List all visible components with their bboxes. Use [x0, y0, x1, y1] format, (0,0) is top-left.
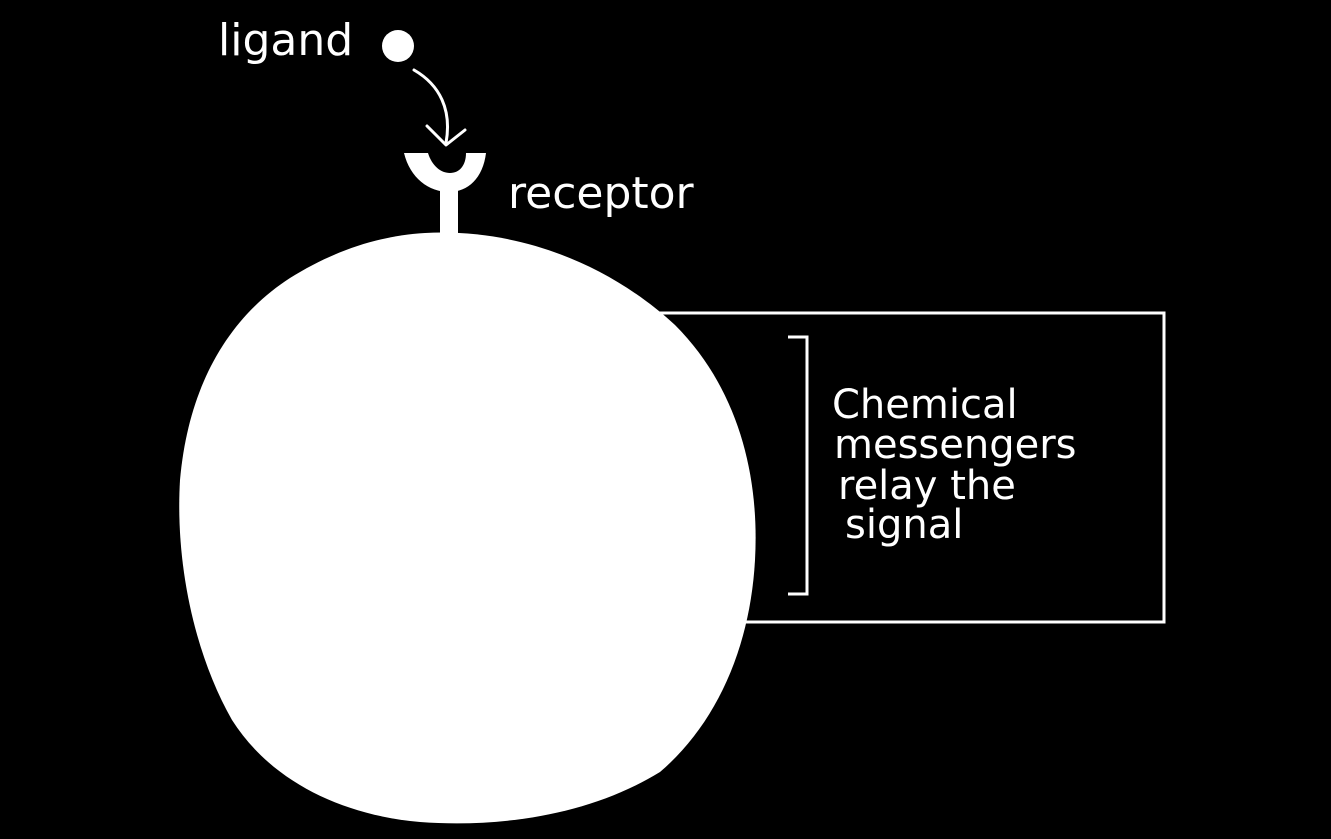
cell-body — [179, 232, 756, 824]
receptor-cup — [404, 153, 486, 192]
binding-arrow — [412, 68, 449, 145]
callout-box — [650, 311, 1166, 624]
annotation-line-4: signal — [845, 502, 963, 548]
annotation-line-3: relay the — [838, 463, 1016, 509]
receptor-label: receptor — [508, 168, 695, 219]
annotation-bracket — [788, 335, 809, 596]
annotation-line-1: Chemical — [832, 382, 1018, 428]
ligand-circle — [382, 30, 414, 62]
binding-arrowhead — [425, 124, 467, 147]
annotation-line-2: messengers — [834, 422, 1077, 468]
ligand-label: ligand — [218, 15, 353, 66]
